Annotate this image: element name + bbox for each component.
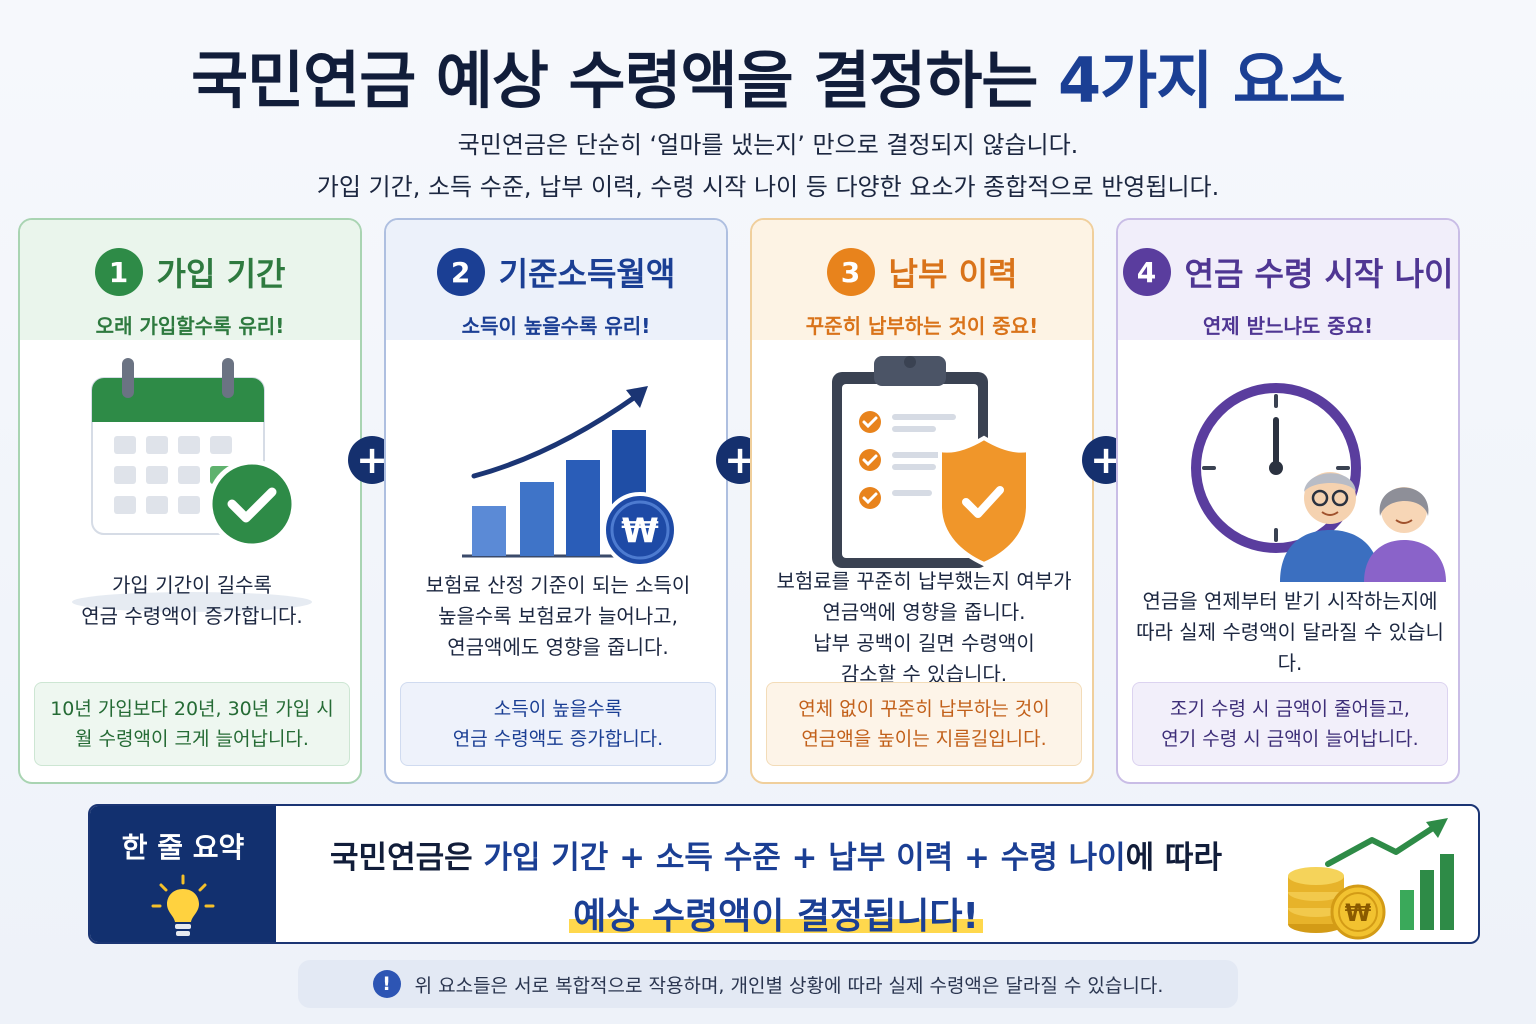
title-main: 국민연금 예상 수령액을 결정하는 [191, 44, 1038, 117]
card-description: 보험료를 꾸준히 납부했는지 여부가 연금액에 영향을 줍니다. 납부 공백이 … [776, 569, 1072, 686]
subtitle: 국민연금은 단순히 ‘얼마를 냈는지’ 만으로 결정되지 않습니다. 가입 기간… [0, 124, 1536, 208]
calendar-check-icon [72, 358, 312, 612]
coins-growth-icon: ₩ [1288, 818, 1454, 940]
subtitle-line-1: 국민연금은 단순히 ‘얼마를 냈는지’ 만으로 결정되지 않습니다. [457, 131, 1079, 159]
card-note: 연체 없이 꾸준히 납부하는 것이 연금액을 높이는 지름길입니다. [766, 682, 1082, 766]
card-title: 가입 기간 [156, 255, 286, 293]
title-accent: 4가지 요소 [1058, 44, 1346, 117]
card-header: 2 기준소득월액 소득이 높을수록 유리! [386, 220, 726, 340]
warning-icon: ! [372, 970, 401, 998]
summary-text: 국민연금은 가입 기간 + 소득 수준 + 납부 이력 + 수령 나이에 따라 … [276, 806, 1276, 942]
card-join-period: 1 가입 기간 오래 가입할수록 유리! 가입 기간이 길수록 연금 수령액이 … [18, 218, 362, 784]
subtitle-line-2: 가입 기간, 소득 수준, 납부 이력, 수령 시작 나이 등 다양한 요소가 … [316, 173, 1220, 201]
number-badge: 4 [1122, 248, 1171, 296]
summary-line-2: 예상 수령액이 결정됩니다! [569, 887, 983, 939]
clipboard-shield-icon [832, 356, 1030, 568]
card-payment-history: 3 납부 이력 꾸준히 납부하는 것이 중요! 보험료를 꾸준히 납부했는지 여… [750, 218, 1094, 784]
card-tagline: 연제 받느냐도 중요! [1202, 314, 1374, 338]
card-base-income: 2 기준소득월액 소득이 높을수록 유리! ₩ 보험료 산정 기준이 되는 소득… [384, 218, 728, 784]
card-description: 보험료 산정 기준이 되는 소득이 높을수록 보험료가 늘어나고, 연금액에도 … [425, 573, 691, 659]
card-note: 10년 가입보다 20년, 30년 가입 시 월 수령액이 크게 늘어납니다. [34, 682, 350, 766]
summary-line-1: 국민연금은 가입 기간 + 소득 수준 + 납부 이력 + 수령 나이에 따라 [330, 840, 1222, 876]
card-tagline: 오래 가입할수록 유리! [95, 314, 285, 338]
card-tagline: 꾸준히 납부하는 것이 중요! [805, 314, 1039, 338]
number-badge: 3 [826, 248, 875, 296]
lightbulb-icon [151, 874, 215, 936]
card-description: 연금을 연제부터 받기 시작하는지에 따라 실제 수령액이 달라질 수 있습니다… [1136, 589, 1444, 675]
card-description: 가입 기간이 길수록 연금 수령액이 증가합니다. [81, 573, 303, 628]
card-header: 4 연금 수령 시작 나이 연제 받느냐도 중요! [1118, 220, 1458, 340]
card-title: 기준소득월액 [498, 255, 676, 293]
bar-chart-won-icon: ₩ [462, 386, 678, 568]
card-note: 소득이 높을수록 연금 수령액도 증가합니다. [400, 682, 716, 766]
won-symbol: ₩ [621, 511, 659, 551]
card-title: 연금 수령 시작 나이 [1184, 255, 1454, 293]
clock-seniors-icon [1191, 383, 1446, 582]
number-badge: 1 [94, 248, 143, 296]
card-note: 조기 수령 시 금액이 줄어들고, 연기 수령 시 금액이 늘어납니다. [1132, 682, 1448, 766]
card-tagline: 소득이 높을수록 유리! [461, 314, 651, 338]
footer-notice: ! 위 요소들은 서로 복합적으로 작용하며, 개인별 상황에 따라 실제 수령… [298, 960, 1238, 1008]
won-symbol: ₩ [1345, 899, 1372, 927]
summary-label-panel: 한 줄 요약 [90, 806, 276, 942]
footer-text: 위 요소들은 서로 복합적으로 작용하며, 개인별 상황에 따라 실제 수령액은… [414, 974, 1164, 997]
card-header: 1 가입 기간 오래 가입할수록 유리! [20, 220, 360, 340]
summary-box: 한 줄 요약 국민연금은 가입 기간 + 소득 수준 + 납부 이력 + 수령 … [88, 804, 1480, 944]
number-badge: 2 [436, 248, 485, 296]
card-header: 3 납부 이력 꾸준히 납부하는 것이 중요! [752, 220, 1092, 340]
summary-label: 한 줄 요약 [121, 831, 245, 864]
card-pension-start-age: 4 연금 수령 시작 나이 연제 받느냐도 중요! 연금을 연제부터 받기 시작… [1116, 218, 1460, 784]
card-title: 납부 이력 [888, 255, 1018, 293]
main-title: 국민연금 예상 수령액을 결정하는 4가지 요소 [0, 30, 1536, 120]
